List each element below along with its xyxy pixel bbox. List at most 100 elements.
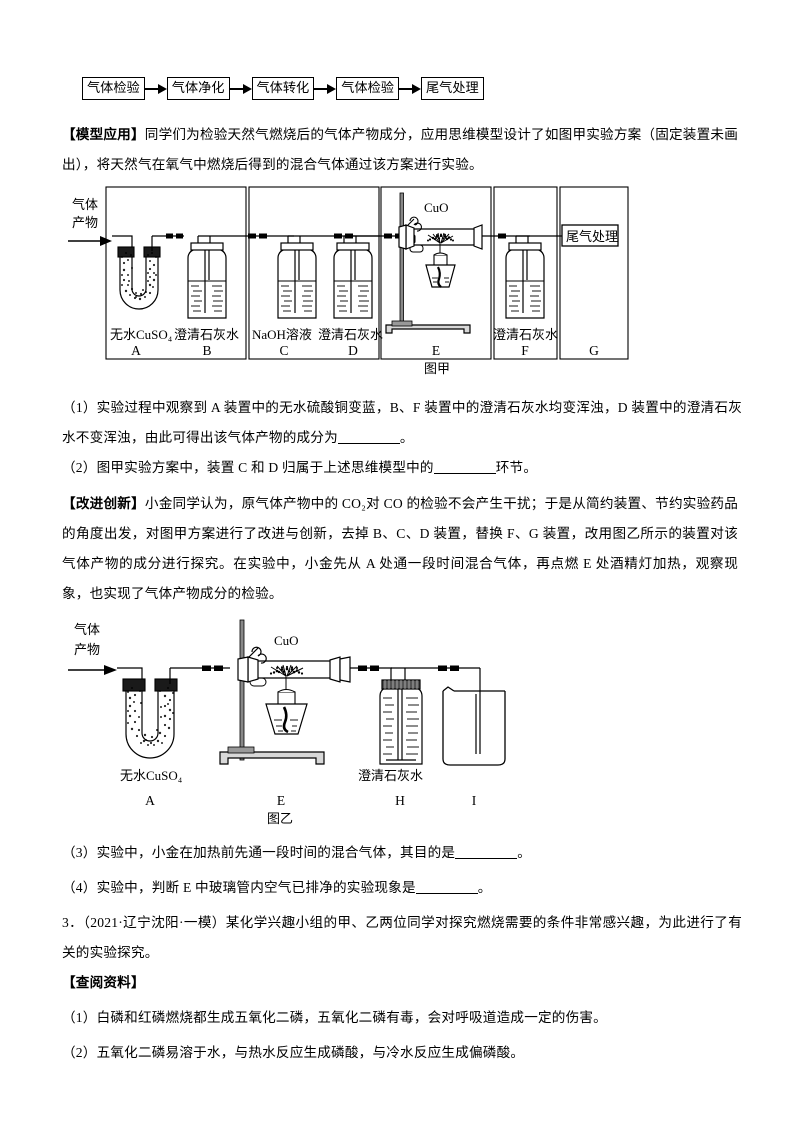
paragraph-improvement: 【改进创新】小金同学认为，原气体产物中的 CO₂对 CO 的检验不会产生干扰；于… [62, 489, 738, 609]
inlet-label-line1: 气体 [72, 197, 98, 212]
rubber-connector [384, 233, 392, 239]
bottle-stopper [190, 242, 224, 251]
rubber-stopper-left [247, 656, 259, 683]
reagent-label-A: 无水CuSO₄ [110, 327, 173, 342]
naoh-liquid [281, 285, 313, 312]
beaker-I [442, 686, 506, 766]
anhydrous-copper-sulfate-granules [121, 252, 157, 301]
paragraph-model-application: 【模型应用】同学们为检验天然气燃烧后的气体产物成分，应用思维模型设计了如图甲实验… [62, 120, 738, 180]
rubber-stopper-right [329, 656, 341, 683]
section-letter-E: E [277, 793, 285, 808]
section-letter-H: H [395, 793, 405, 808]
inlet-arrow-icon [104, 665, 117, 675]
rubber-connector [176, 233, 183, 239]
reference-section-title: 【查阅资料】 [62, 968, 742, 998]
rubber-connector [334, 233, 342, 239]
tail-gas-box [561, 224, 619, 247]
rubber-connector [370, 665, 379, 671]
inlet-label-line2: 产物 [72, 215, 98, 230]
figure-yi-caption: 图乙 [266, 811, 293, 826]
rubber-connector [450, 665, 459, 671]
answer-blank-1[interactable] [337, 429, 400, 444]
reagent-label-G: 尾气处理 [566, 229, 618, 244]
improvement-tag: 【改进创新】 [62, 496, 145, 511]
question-1-end: 。 [399, 430, 414, 445]
lamp-wick [437, 266, 442, 288]
alcohol-lamp-neck [433, 254, 448, 266]
answer-blank-2[interactable] [433, 459, 496, 474]
question-2: （2）图甲实验方案中，装置 C 和 D 归属于上述思维模型中的环节。 [62, 453, 742, 483]
stopper [154, 678, 178, 692]
section-box-AB [105, 186, 247, 360]
washing-bottle-B [187, 236, 227, 319]
stand-base [385, 324, 471, 334]
reagent-label-D: 澄清石灰水 [318, 327, 383, 342]
rubber-stopper-right [473, 224, 483, 250]
section-letter-C: C [279, 343, 288, 358]
inlet-arrow-icon [100, 236, 112, 246]
flow-arrow-icon [229, 83, 252, 95]
stand-rod [239, 619, 245, 761]
figure-jia: 气体 产物 无水CuSO₄ 澄清石灰水 NaOH溶液 澄清石灰水 CuO 澄清石… [62, 185, 738, 380]
figure-jia-caption: 图甲 [423, 361, 450, 376]
flow-step-gas-purify: 气体净化 [166, 77, 230, 100]
item-3-stem: 3．（2021·辽宁沈阳·一模）某化学兴趣小组的甲、乙两位同学对探究燃烧需要的条… [62, 915, 742, 960]
washing-bottle-F [505, 236, 545, 319]
rubber-connector [248, 233, 256, 239]
model-application-text: 同学们为检验天然气燃烧后的气体产物成分，应用思维模型设计了如图甲实验方案（固定装… [62, 127, 738, 172]
question-2-end: 环节。 [495, 460, 538, 475]
question-4: （4）实验中，判断 E 中玻璃管内空气已排净的实验现象是 。 [62, 873, 742, 903]
question-4-text: （4）实验中，判断 E 中玻璃管内空气已排净的实验现象是 [62, 880, 416, 895]
section-box-CD [248, 186, 380, 360]
question-3: （3）实验中，小金在加热前先通一段时间的混合气体，其目的是。 [62, 838, 742, 868]
stand-rod [399, 192, 404, 326]
alcohol-liquid [432, 277, 449, 283]
reference-item-1: （1）白磷和红磷燃烧都生成五氧化二磷，五氧化二磷有毒，会对呼吸道造成一定的伤害。 [62, 1010, 607, 1025]
reagent-label-A: 无水CuSO₄ [120, 768, 183, 783]
cuo-powder [427, 233, 454, 242]
answer-blank-4[interactable] [415, 879, 478, 894]
bottle-stopper [508, 242, 542, 251]
flow-step-gas-convert: 气体转化 [251, 77, 315, 100]
stand-base [219, 751, 325, 765]
flow-step-gas-test-2: 气体检验 [336, 77, 399, 100]
flame-rays [270, 664, 304, 692]
limewater-liquid [337, 285, 369, 312]
section-letter-I: I [472, 793, 477, 808]
anhydrous-copper-sulfate-granules [127, 687, 174, 746]
section-letter-F: F [521, 343, 529, 358]
clamp-icon [247, 646, 267, 664]
reagent-label-C: NaOH溶液 [252, 327, 312, 342]
section-box-F [493, 186, 558, 360]
flow-step-tail-gas: 尾气处理 [421, 77, 484, 100]
figure-jia-svg: 气体 产物 无水CuSO₄ 澄清石灰水 NaOH溶液 澄清石灰水 CuO 澄清石… [68, 186, 629, 360]
limewater-liquid [191, 285, 223, 312]
flow-step-gas-test-1: 气体检验 [82, 77, 145, 100]
rubber-connector [358, 665, 367, 671]
limewater-liquid [383, 697, 419, 755]
reagent-label-H: 澄清石灰水 [358, 768, 423, 783]
question-1-text: （1）实验过程中观察到 A 装置中的无水硫酸铜变蓝，B、F 装置中的澄清石灰水均… [62, 400, 742, 445]
question-3-end: 。 [517, 845, 532, 860]
rubber-connector [214, 665, 223, 671]
section-letter-A: A [131, 343, 141, 358]
figure-yi: 气体 产物 无水CuSO₄ CuO 澄清石灰水 A E H I 图乙 [62, 612, 512, 827]
inlet-label-line1: 气体 [74, 622, 100, 637]
reagent-label-F: 澄清石灰水 [493, 327, 558, 342]
reference-item-2: （2）五氧化二磷易溶于水，与热水反应生成磷酸，与冷水反应生成偏磷酸。 [62, 1045, 525, 1060]
answer-blank-3[interactable] [455, 844, 518, 859]
lamp-wick [282, 706, 289, 734]
thinking-model-flowchart: 气体检验 气体净化 气体转化 气体检验 尾气处理 [82, 77, 484, 100]
apparatus-E [219, 619, 351, 765]
rubber-stopper-left [405, 224, 415, 250]
rubber-connector [202, 665, 211, 671]
reagent-label-E: CuO [274, 633, 299, 648]
bottle-stopper [336, 242, 370, 251]
question-4-end: 。 [477, 880, 492, 895]
flow-arrow-icon [399, 83, 421, 95]
reference-tag: 【查阅资料】 [62, 975, 145, 990]
rubber-connector [259, 233, 267, 239]
section-letter-E: E [432, 343, 440, 358]
section-box-E [380, 186, 492, 360]
